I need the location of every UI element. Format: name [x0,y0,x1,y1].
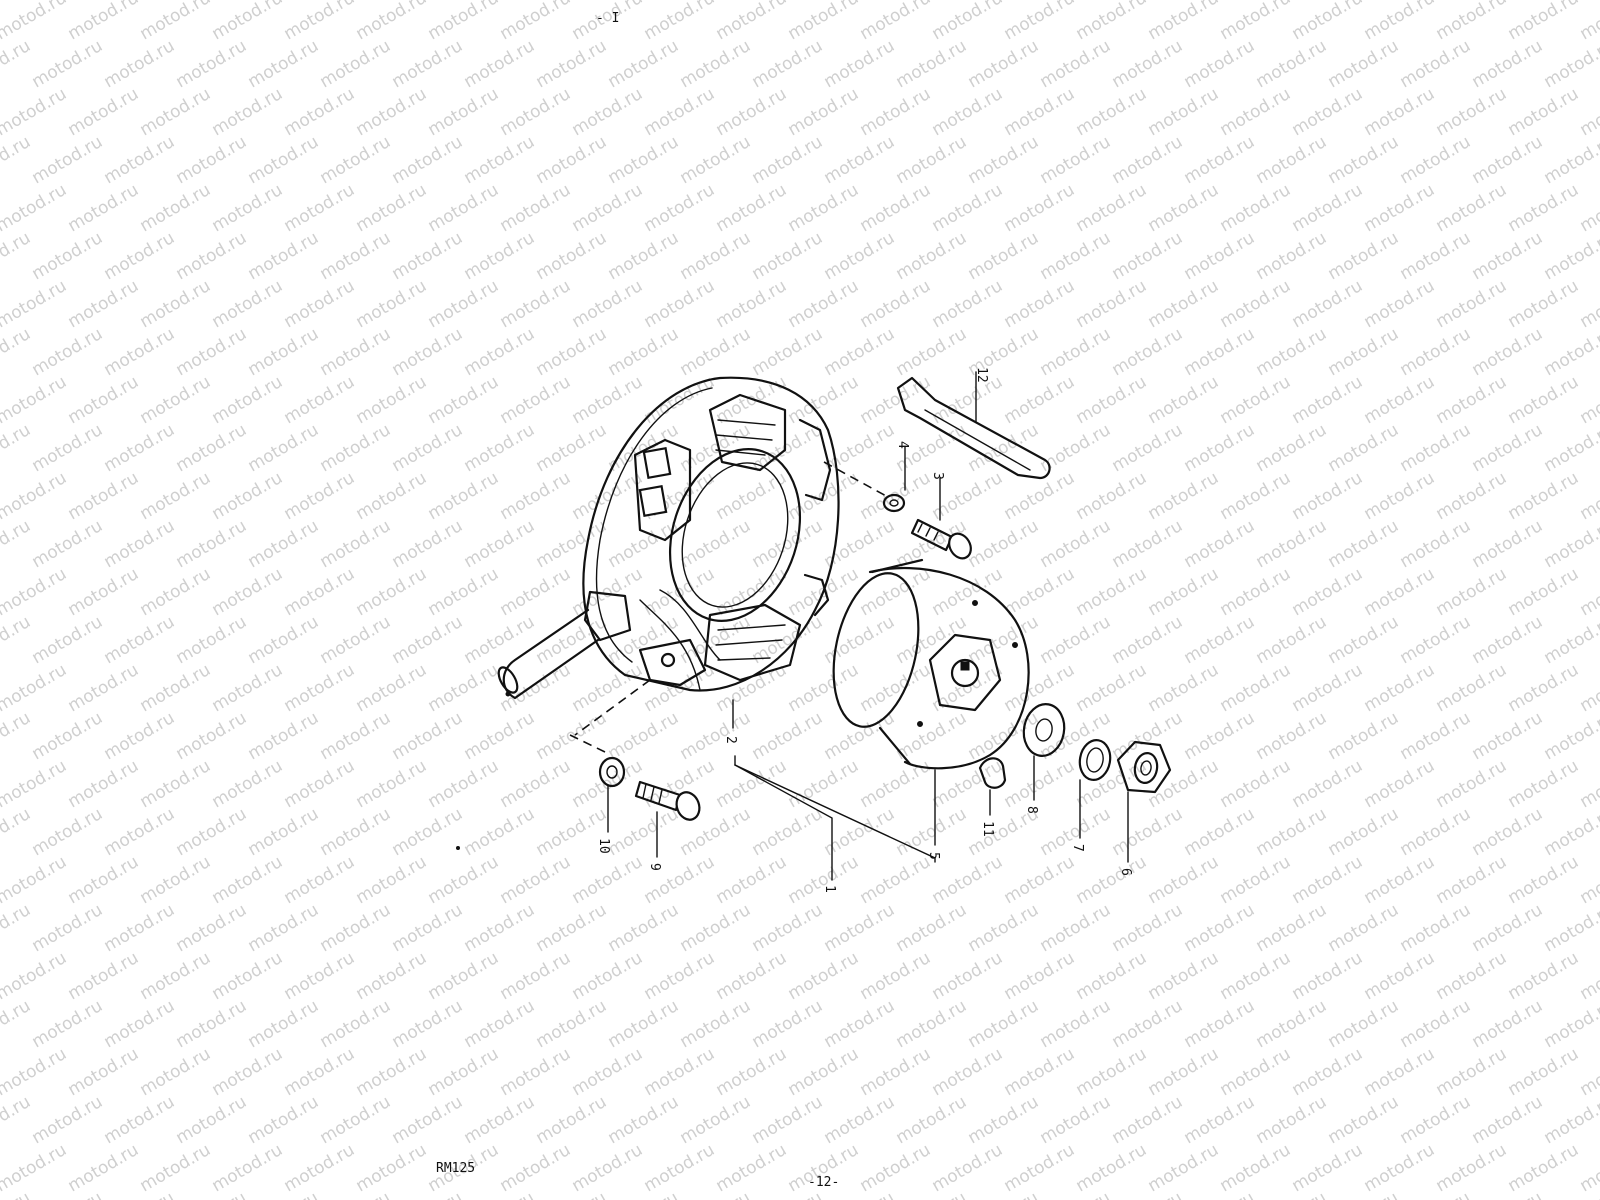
callout-7: 7 [1070,844,1085,852]
callout-9: 9 [647,863,662,871]
assembly-line-4 [823,461,889,498]
page-number: -12- [808,1175,839,1190]
washer-10-drawing [598,756,626,788]
screw-3-drawing [910,518,972,560]
nut-6-drawing [1116,740,1172,794]
callout-4: 4 [895,441,910,449]
leader-lines [607,371,1129,881]
lock-washer-7-drawing [1078,739,1112,781]
callout-1: 1 [822,885,837,893]
callout-12: 12 [974,367,989,383]
top-mark: - I [596,11,619,26]
woodruff-key-11-drawing [978,757,1007,789]
strap-drawing [896,376,1051,480]
model-code: RM125 [436,1161,475,1176]
washer-4-drawing [882,493,906,513]
screw-9-drawing [634,780,701,821]
callout-5: 5 [926,852,941,860]
callout-3: 3 [930,472,945,480]
callout-10: 10 [596,838,611,854]
callout-6: 6 [1118,868,1133,876]
assembly-line-10 [574,679,651,736]
callout-11: 11 [980,821,995,837]
rotor-drawing [832,558,1030,770]
washer-8-drawing [1022,703,1066,757]
stator-plate-drawing [497,376,840,700]
callout-2: 2 [723,736,738,744]
callout-8: 8 [1024,806,1039,814]
